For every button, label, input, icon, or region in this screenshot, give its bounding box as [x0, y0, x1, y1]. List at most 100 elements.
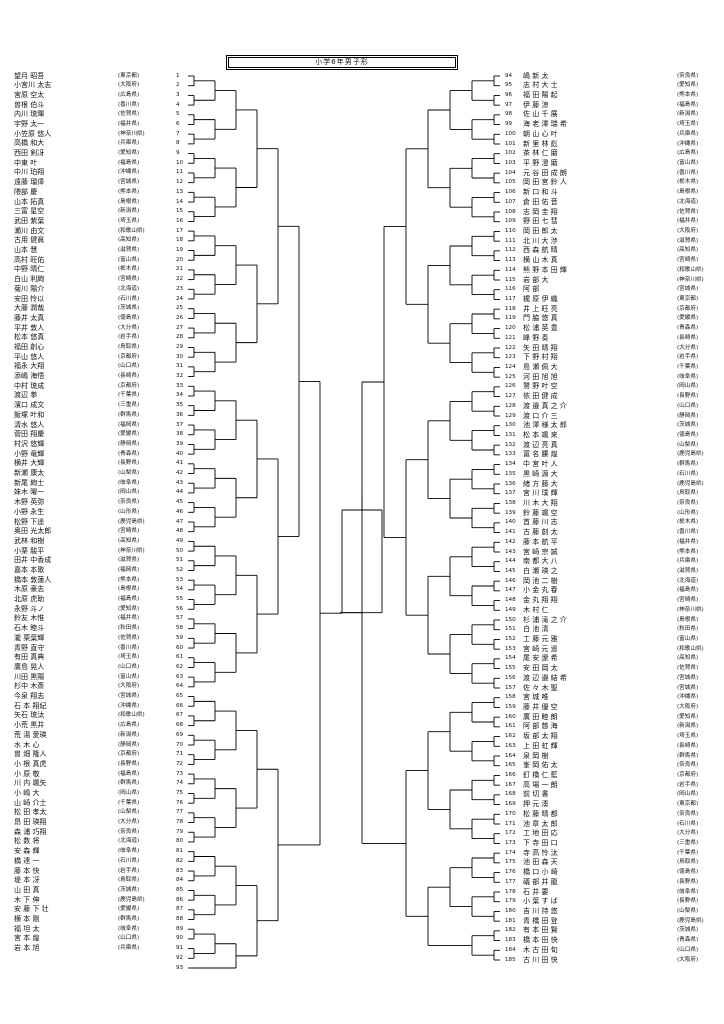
entry-name: 高橋 和大 — [14, 139, 45, 148]
entry-row: 山 田 真(茨城県)85 — [0, 886, 195, 895]
entry-name: 藤 本 航 平 — [523, 537, 558, 546]
entry-name: 冨 名 腰 煌 — [523, 450, 558, 459]
entry-row: 瀧 栗葉輝 (佐賀県) 59 — [0, 634, 195, 643]
entry-name: 梶 原 伊 織 — [523, 294, 558, 303]
entry-row: 今泉 翔志(宮城県)65 — [0, 692, 195, 701]
entry-seed: 26 — [176, 314, 184, 321]
entry-row: 清水 悠人(福岡県)37 — [0, 421, 195, 430]
entry-seed: 48 — [176, 528, 184, 535]
entry-prefecture: (兵庫県) — [118, 945, 140, 952]
entry-seed: 117 — [505, 295, 516, 302]
entry-name: 武田 紫葉 — [14, 216, 45, 225]
entry-prefecture: (大阪府) — [677, 227, 699, 234]
entry-row: 杉中 木斎(大阪府)64 — [0, 682, 195, 691]
entry-name: 志 村 大 士 — [523, 81, 558, 90]
entry-name: 宮原 空太 — [14, 90, 45, 99]
entry-prefecture: (鳥取県) — [118, 877, 140, 884]
entry-row: 山本 慧(滋賀県)19 — [0, 246, 195, 255]
entry-seed: 138 — [505, 499, 516, 506]
entry-seed: 43 — [176, 479, 184, 486]
entry-seed: 104 — [505, 169, 516, 176]
entry-name: 朝 山 心 叶 — [523, 129, 558, 138]
entry-seed: 3 — [176, 91, 180, 98]
entry-name: 阿 部 — [523, 285, 540, 294]
entry-seed: 158 — [505, 694, 516, 701]
entry-prefecture: (栃木県) — [677, 519, 699, 526]
entry-seed: 84 — [176, 877, 184, 884]
entry-seed: 59 — [176, 634, 184, 641]
entry-seed: 85 — [176, 886, 184, 893]
entry-seed: 134 — [505, 461, 516, 468]
entry-row: 橋本 敦蓮人(熊本県)53 — [0, 576, 195, 585]
entry-prefecture: (福島県) — [677, 101, 699, 108]
entry-seed: 167 — [505, 781, 516, 788]
entry-seed: 166 — [505, 771, 516, 778]
entry-name: 木 下 伸 — [14, 895, 40, 904]
entry-seed: 95 — [505, 82, 513, 89]
entry-name: 福田 創心 — [14, 342, 45, 351]
entry-seed: 55 — [176, 596, 184, 603]
entry-seed: 63 — [176, 673, 184, 680]
entry-seed: 175 — [505, 859, 516, 866]
entry-row: 青野 直守(香川県)60 — [0, 644, 195, 653]
entry-prefecture: (佐賀県) — [118, 634, 140, 641]
entry-seed: 21 — [176, 266, 184, 273]
entry-name: 矢石 琉汰 — [14, 711, 45, 720]
entry-seed: 15 — [176, 208, 184, 215]
entry-name: 佐 々 木 聖 — [523, 683, 558, 692]
entry-name: 木原 豪志 — [14, 585, 45, 594]
entry-prefecture: (鳥取県) — [118, 343, 140, 350]
entry-name: 鈴 藤 颯 空 — [523, 508, 558, 517]
entry-seed: 127 — [505, 393, 516, 400]
entry-row: 横井 大輝(長野県)41 — [0, 459, 195, 468]
entry-prefecture: (広島県) — [677, 150, 699, 157]
entry-name: 青 橋 田 登 — [523, 916, 558, 925]
entry-prefecture: (大阪府) — [677, 703, 699, 710]
entry-seed: 116 — [505, 286, 516, 293]
entry-prefecture: (大分県) — [677, 344, 699, 351]
entry-prefecture: (北海道) — [118, 285, 140, 292]
entry-seed: 56 — [176, 605, 184, 612]
entry-prefecture: (京都府) — [677, 771, 699, 778]
entry-seed: 140 — [505, 519, 516, 526]
entry-seed: 61 — [176, 654, 184, 661]
entry-name: 小 根 真虎 — [14, 759, 47, 768]
entry-prefecture: (新潟県) — [677, 723, 699, 730]
entry-prefecture: (滋賀県) — [677, 237, 699, 244]
entry-seed: 161 — [505, 723, 516, 730]
entry-seed: 176 — [505, 869, 516, 876]
entry-prefecture: (山口県) — [118, 663, 140, 670]
bracket-title: 小学6年男子形 — [226, 55, 458, 70]
entry-name: 青野 直守 — [14, 643, 45, 652]
entry-name: 平 野 澄 磨 — [523, 158, 558, 167]
entry-prefecture: (和歌山県) — [677, 266, 704, 273]
entry-name: 前 切 書 — [523, 790, 549, 799]
entry-prefecture: (岡山県) — [118, 789, 140, 796]
entry-prefecture: (山形県) — [677, 509, 699, 516]
entry-row: 瀬川 由文(和歌山県)17 — [0, 227, 195, 236]
entry-row: 小野 永生(山形県)46 — [0, 508, 195, 517]
entry-name: 宮 川 璞 輝 — [523, 489, 558, 498]
entry-row: 森 浦 巧翔(奈良県)79 — [0, 828, 195, 837]
entry-seed: 172 — [505, 830, 516, 837]
entry-name: 安 森 輝 — [14, 847, 40, 856]
entry-prefecture: (佐賀県) — [677, 665, 699, 672]
entry-name: 瀧 栗葉輝 — [14, 633, 45, 642]
entry-name: 岩 本 旭 — [14, 944, 40, 953]
entry-prefecture: (岩手県) — [677, 781, 699, 788]
entry-name: 福永 大翔 — [14, 362, 45, 371]
